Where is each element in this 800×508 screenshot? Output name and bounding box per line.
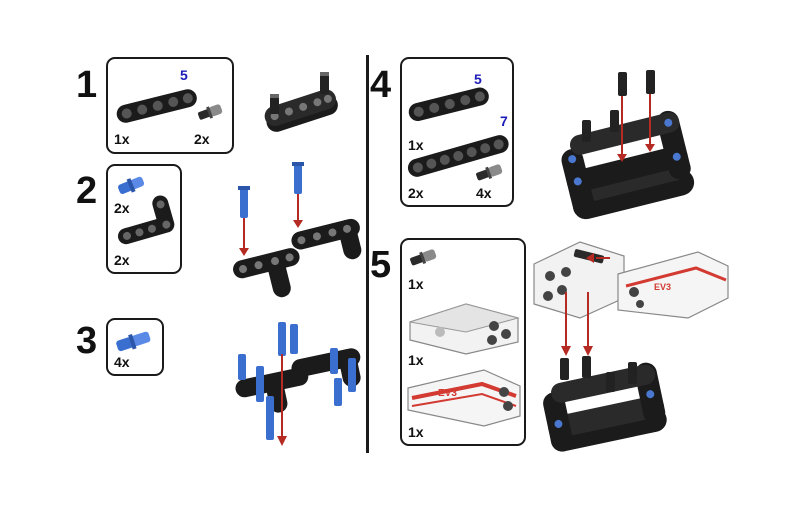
step-5-number: 5 [370,244,392,286]
step-3-parts-callout: 4x [106,318,164,376]
step-1-part-1-qty: 1x [114,131,130,147]
step-1-part-2-qty: 2x [194,131,210,147]
axle-pin-icon [197,104,223,120]
step-5-subassembly-illustration: EV3 [533,241,729,319]
ev3-decal: EV3 [654,282,671,292]
step-4-part-2-qty: 2x [408,185,424,201]
l-beam-icon [117,195,175,245]
step-4-beam-7-length: 7 [500,113,508,129]
axle-pin-icon [476,164,503,181]
arrow-icon [561,292,593,356]
panel-icon: EV3 [407,369,521,427]
step-3-model-illustration [235,322,361,446]
friction-pin-icon [238,162,304,218]
step-5-part-2-qty: 1x [408,352,424,368]
ev3-decal: EV3 [438,388,457,399]
step-3-number: 3 [76,320,98,362]
friction-pin-icon [118,176,145,194]
step-5-parts-callout: 1x 1x EV3 1x [400,238,526,446]
arrow-icon [239,194,303,256]
step-2-parts-callout: 2x 2x [106,164,182,274]
step-1-beam-length: 5 [180,67,188,83]
step-3-part-1-qty: 4x [114,354,130,370]
step-1-number: 1 [76,64,98,106]
step-5-base-illustration [543,356,667,452]
step-4-part-1-qty: 1x [408,137,424,153]
friction-pin-icon [116,331,151,352]
panel-icon [409,303,520,355]
step-5-part-1-qty: 1x [408,276,424,292]
step-1-model-illustration [264,72,338,132]
page-divider [366,55,369,453]
liftarm-beam-icon [407,135,509,177]
step-4-model-illustration [561,70,695,220]
step-2-model-illustration [233,162,362,298]
step-4-parts-callout: 5 1x 7 2x 4x [400,57,514,207]
liftarm-beam-icon [116,89,197,123]
step-2-number: 2 [76,170,98,212]
arrow-icon [277,354,287,446]
step-5-arrows [561,292,593,356]
step-4-number: 4 [370,64,392,106]
step-2-part-1-qty: 2x [114,200,130,216]
step-1-parts-callout: 5 1x 2x [106,57,234,154]
liftarm-beam-icon [408,87,489,122]
step-4-part-3-qty: 4x [476,185,492,201]
step-5-part-3-qty: 1x [408,424,424,440]
friction-pin-icon [238,322,356,440]
arrow-icon [617,94,655,162]
step-2-part-2-qty: 2x [114,252,130,268]
axle-pin-icon [410,249,437,266]
arrow-icon [586,253,610,263]
step-4-beam-5-length: 5 [474,71,482,87]
